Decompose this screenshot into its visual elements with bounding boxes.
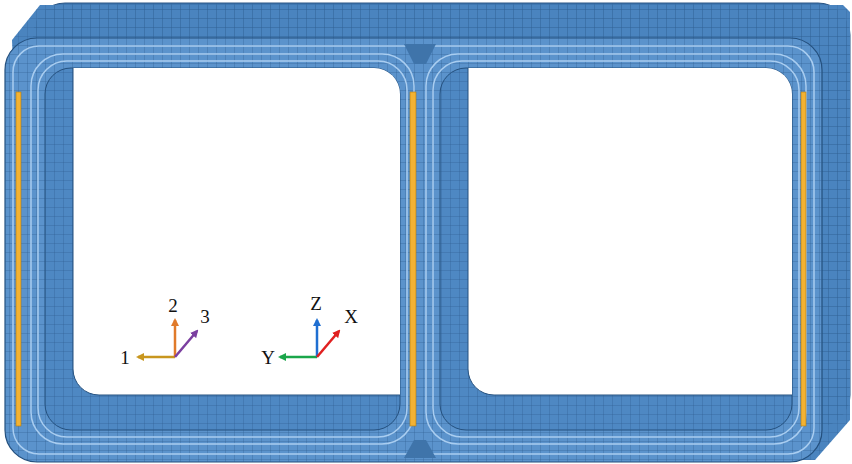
axis-label: 1 (120, 348, 130, 367)
axis-label: 2 (168, 296, 178, 315)
axis-label: 3 (200, 307, 210, 326)
axis-label: X (344, 307, 358, 326)
axis-label: Z (310, 294, 322, 313)
axis-label: Y (261, 348, 275, 367)
